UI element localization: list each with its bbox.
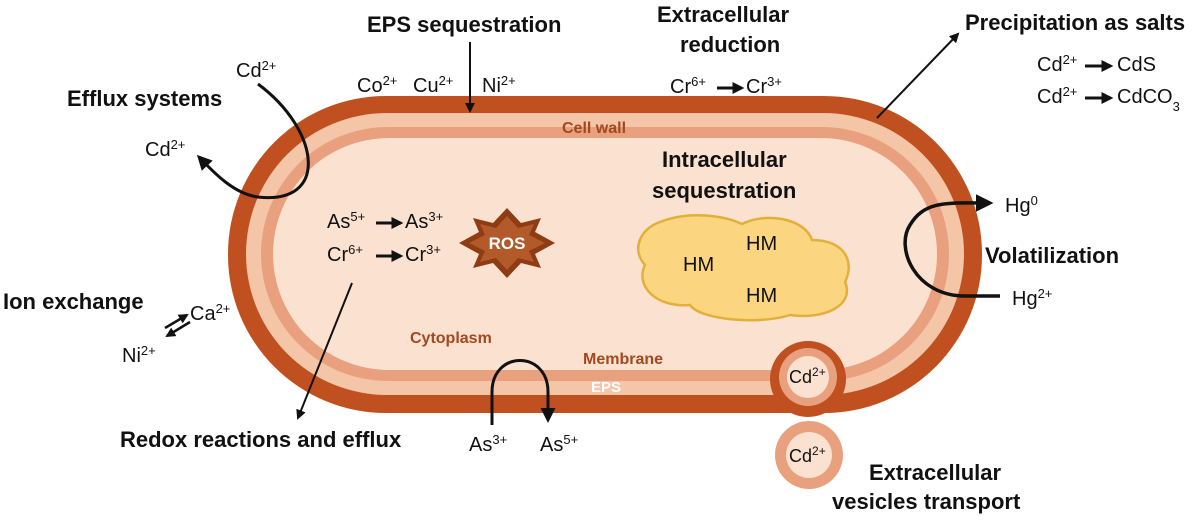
ros-label: ROS [489,234,526,253]
released-vesicle-inner [786,432,832,478]
precipitation-title: Precipitation as salts [965,10,1185,35]
cr3-intracellular: Cr3+ [405,242,441,267]
cd-ion-efflux-top: Cd2+ [236,58,276,83]
arsenic-oxidation-arrow [490,359,556,425]
hg2-ion: Hg2+ [1012,286,1052,311]
vesicles-transport-title-line1: Extracellular [869,460,1002,485]
budding-vesicle-inner [787,356,829,398]
cd-to-cdco3-reactant: Cd2+ [1037,84,1077,109]
cd-ion-budding-vesicle: Cd2+ [789,365,826,387]
bacterial-cell [228,96,982,413]
cdco3-product: CdCO3 [1117,86,1180,114]
ca-ion: Ca2+ [190,301,230,326]
as3-outside: As3+ [469,432,507,457]
as5-intracellular: As5+ [327,209,365,234]
cd-to-cds-reactant: Cd2+ [1037,52,1077,77]
ni-ion-eps: Ni2+ [482,73,516,98]
extracellular-reduction-title-line1: Extracellular [657,2,790,27]
hm-label-2: HM [746,233,777,255]
ion-exchange-title: Ion exchange [3,289,144,314]
hm-label-3: HM [746,285,777,307]
redox-efflux-title: Redox reactions and efflux [120,427,402,452]
efflux-arrow [196,82,310,200]
cd-ion-released-vesicle: Cd2+ [789,444,826,466]
cds-product: CdS [1117,54,1156,76]
ros-star-inner [469,216,545,270]
ion-exchange-arrow-in [164,313,189,330]
redox-efflux-arrow [296,282,353,420]
cd-ion-efflux-left: Cd2+ [145,137,185,162]
as3-intracellular: As3+ [405,209,443,234]
intracellular-sequestration-title-line1: Intracellular [662,147,787,172]
heavy-metal-granule [636,213,850,322]
cr6-extracellular: Cr6+ [670,74,706,99]
budding-vesicle: Cd2+ [770,341,846,417]
eps-sequestration-title: EPS sequestration [367,12,561,37]
cr3-extracellular: Cr3+ [746,74,782,99]
as5-outside: As5+ [540,432,578,457]
volatilization-arrow [903,194,1000,298]
ni-ion-exchange: Ni2+ [122,343,156,368]
cu-ion: Cu2+ [413,73,453,98]
vesicles-transport-title-line2: vesicles transport [832,489,1021,514]
extracellular-reduction-title-line2: reduction [680,32,780,57]
co-ion: Co2+ [357,73,397,98]
efflux-systems-title: Efflux systems [67,86,222,111]
cell-wall-label: Cell wall [562,120,626,137]
ros-badge: ROS [459,208,555,278]
cr6-intracellular: Cr6+ [327,242,363,267]
hm-label-1: HM [683,254,714,276]
membrane-label: Membrane [583,351,663,368]
volatilization-title: Volatilization [985,243,1119,268]
cytoplasm-label: Cytoplasm [410,330,492,347]
eps-label: EPS [591,379,621,396]
released-vesicle: Cd2+ [775,421,843,489]
hg0-ion: Hg0 [1005,193,1038,218]
ion-exchange-arrow-out [165,320,191,338]
intracellular-sequestration-title-line2: sequestration [652,178,796,203]
precipitation-arrow [876,32,960,119]
